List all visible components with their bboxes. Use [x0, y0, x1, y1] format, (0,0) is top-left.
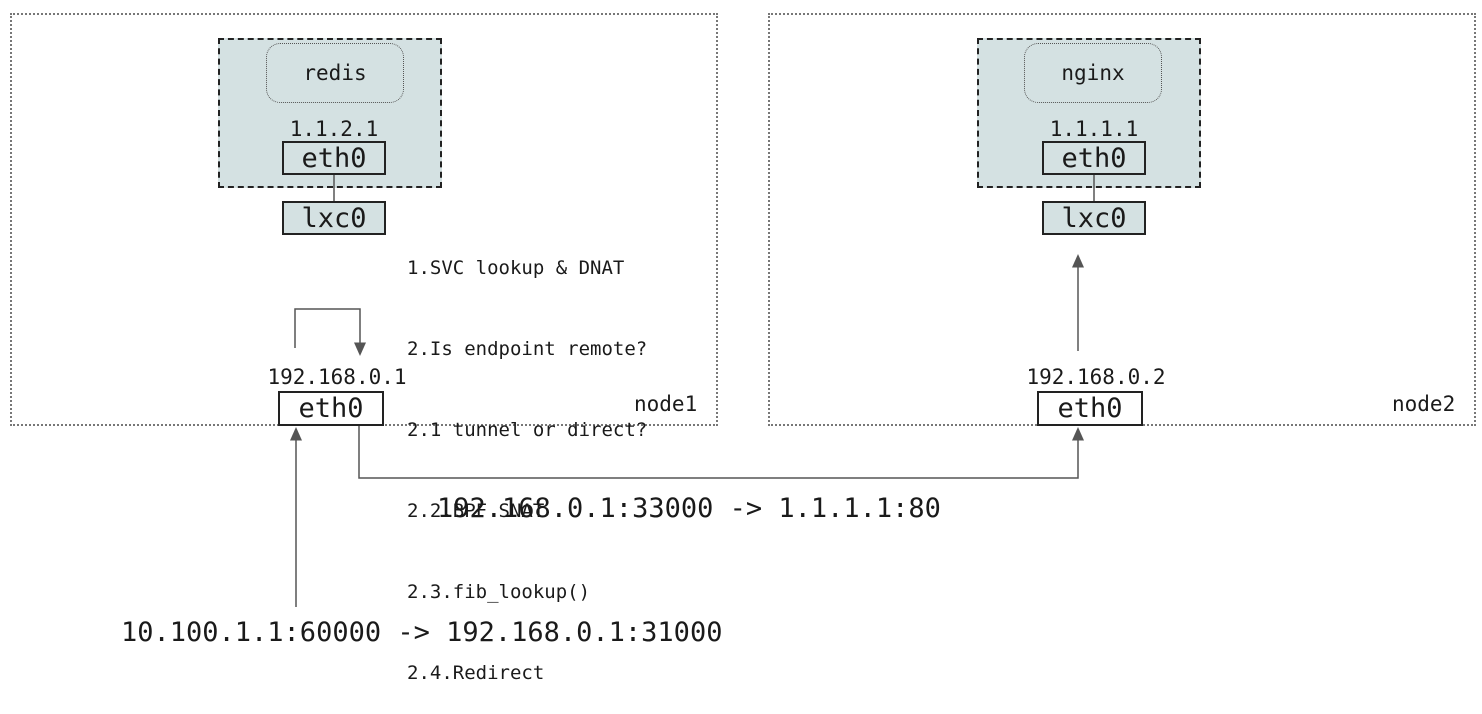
step-2-1: 2.1 tunnel or direct?	[407, 419, 648, 441]
step-2: 2.Is endpoint remote?	[407, 338, 648, 360]
pod2-eth0: eth0	[1042, 141, 1146, 175]
nginx-container: nginx	[1024, 43, 1162, 103]
node1-host-ip: 192.168.0.1	[267, 365, 407, 389]
node1-label: node1	[634, 392, 698, 416]
node2-label: node2	[1392, 392, 1456, 416]
pod2-ip: 1.1.1.1	[1049, 117, 1139, 141]
connector-lines	[290, 175, 1095, 607]
pod1-eth0: eth0	[282, 141, 386, 175]
step-2-4: 2.4.Redirect	[407, 662, 545, 684]
redis-container: redis	[266, 43, 404, 103]
step-2-2: 2.2.BPF SNAT	[407, 500, 545, 522]
node2-lxc0: lxc0	[1042, 201, 1146, 235]
node-to-node-flow: 192.168.0.1:33000 -> 1.1.1.1:80	[437, 493, 941, 524]
node1-eth0: eth0	[278, 391, 384, 426]
node2-eth0: eth0	[1037, 391, 1143, 426]
step-1: 1.SVC lookup & DNAT	[407, 257, 625, 279]
step-2-3: 2.3.fib_lookup()	[407, 581, 591, 603]
node1-hairpin-arrow	[294, 308, 366, 356]
ingress-flow: 10.100.1.1:60000 -> 192.168.0.1:31000	[121, 617, 723, 648]
node-to-node-arrow	[358, 426, 1084, 479]
pod1-ip: 1.1.2.1	[289, 117, 379, 141]
node2-host-ip: 192.168.0.2	[1026, 365, 1166, 389]
node1-lxc0: lxc0	[282, 201, 386, 235]
